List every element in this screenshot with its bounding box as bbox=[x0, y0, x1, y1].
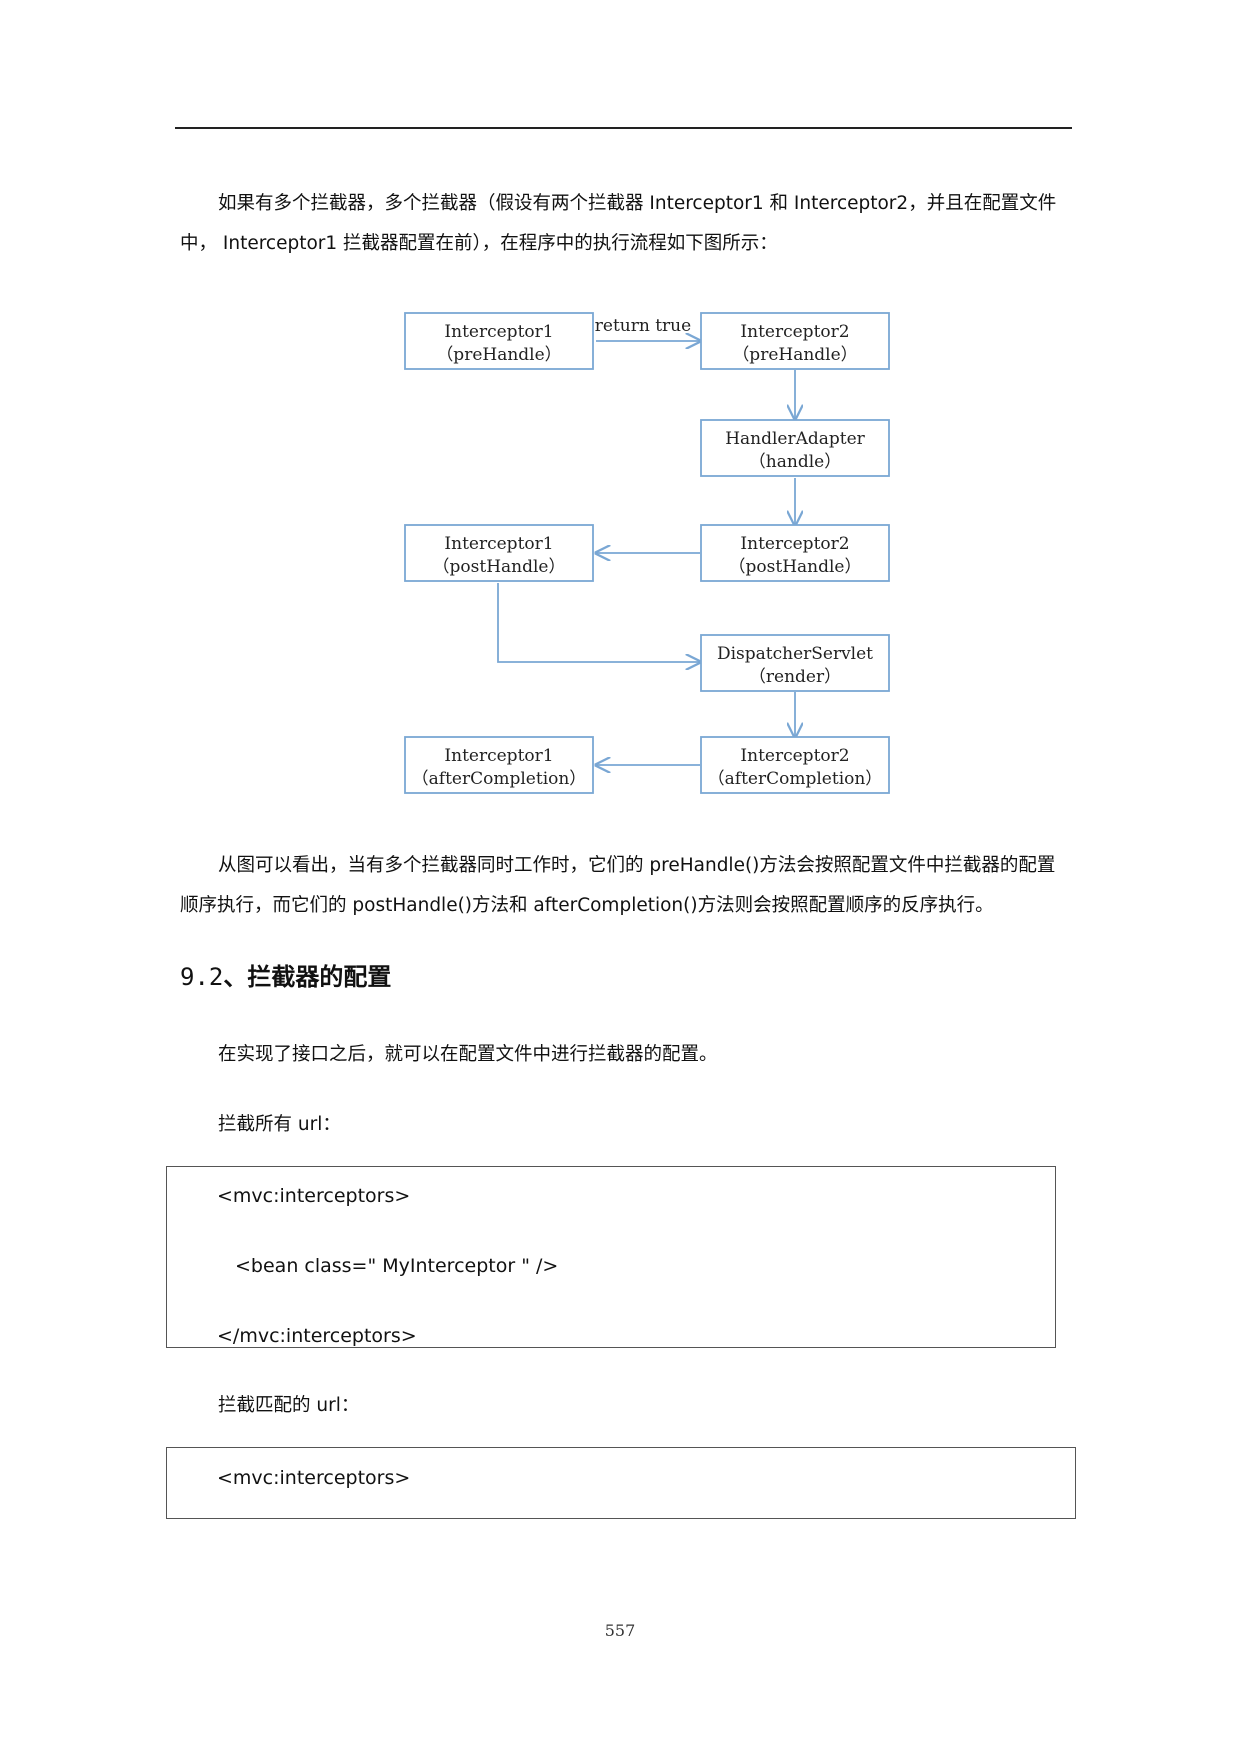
code-line: <mvc:interceptors> bbox=[217, 1467, 411, 1489]
node-interceptor1-posthandle: Interceptor1 （postHandle） bbox=[404, 524, 594, 582]
node-interceptor1-aftercompletion: Interceptor1 （afterCompletion） bbox=[404, 736, 594, 794]
text-segment: 方法则会按照配置顺序的反序执行。 bbox=[697, 895, 994, 916]
explain-line-2: 顺序执行，而它们的 postHandle()方法和 afterCompletio… bbox=[180, 886, 1070, 926]
config-intro-paragraph: 在实现了接口之后，就可以在配置文件中进行拦截器的配置。 bbox=[180, 1035, 1070, 1075]
section-number: 9.2 bbox=[180, 963, 224, 991]
text-segment: 拦截匹配的 bbox=[218, 1395, 317, 1416]
node-interceptor2-posthandle: Interceptor2 （postHandle） bbox=[700, 524, 890, 582]
explain-line-1: 从图可以看出，当有多个拦截器同时工作时，它们的 preHandle()方法会按照… bbox=[180, 846, 1070, 886]
intro-line-1: 如果有多个拦截器，多个拦截器（假设有两个拦截器 Interceptor1 和 I… bbox=[180, 184, 1070, 224]
intercept-match-label: 拦截匹配的 url： bbox=[180, 1386, 1070, 1426]
latin-text-segment: Interceptor2 bbox=[793, 193, 909, 214]
code-block-intercept-all bbox=[166, 1166, 1056, 1348]
config-intro-line: 在实现了接口之后，就可以在配置文件中进行拦截器的配置。 bbox=[218, 1044, 718, 1065]
text-segment: ： bbox=[322, 1114, 341, 1135]
svg-text:（postHandle）: （postHandle） bbox=[433, 557, 566, 577]
svg-text:DispatcherServlet: DispatcherServlet bbox=[717, 644, 873, 664]
svg-text:（afterCompletion）: （afterCompletion） bbox=[412, 769, 587, 789]
flow-diagram: return true Interceptor1 （preHandle） Int… bbox=[404, 312, 890, 794]
latin-text-segment: url bbox=[316, 1395, 341, 1416]
edge-i1post-dispatcher bbox=[497, 583, 700, 662]
svg-text:（preHandle）: （preHandle） bbox=[436, 345, 561, 365]
text-segment: ，并且在配置文件 bbox=[908, 193, 1057, 214]
text-segment: 和 bbox=[763, 193, 794, 214]
svg-text:Interceptor1: Interceptor1 bbox=[444, 746, 553, 766]
code-line: </mvc:interceptors> bbox=[217, 1325, 417, 1347]
text-segment: 如果有多个拦截器，多个拦截器（假设有两个拦截器 bbox=[218, 193, 650, 214]
intro-paragraph: 如果有多个拦截器，多个拦截器（假设有两个拦截器 Interceptor1 和 I… bbox=[180, 184, 1070, 264]
latin-text-segment: afterCompletion() bbox=[533, 895, 698, 916]
intercept-all-label-paragraph: 拦截所有 url： bbox=[180, 1105, 1070, 1145]
code-line: <bean class=" MyInterceptor " /> bbox=[235, 1255, 559, 1277]
text-segment: 从图可以看出，当有多个拦截器同时工作时，它们的 bbox=[218, 855, 650, 876]
node-handleradapter-handle: HandlerAdapter （handle） bbox=[700, 419, 890, 477]
section-heading: 9.2、拦截器的配置 bbox=[180, 957, 391, 992]
latin-text-segment: postHandle() bbox=[352, 895, 473, 916]
text-segment: 方法和 bbox=[472, 895, 534, 916]
section-title: 、拦截器的配置 bbox=[223, 962, 392, 991]
intro-line-2: 中， Interceptor1 拦截器配置在前），在程序中的执行流程如下图所示： bbox=[180, 224, 1070, 264]
svg-text:（handle）: （handle） bbox=[749, 452, 841, 472]
page-number: 557 bbox=[604, 1621, 636, 1640]
text-segment: 中， bbox=[180, 233, 223, 254]
text-segment: 顺序执行，而它们的 bbox=[180, 895, 353, 916]
intercept-all-label: 拦截所有 url： bbox=[180, 1105, 1070, 1145]
text-segment: 方法会按照配置文件中拦截器的配置 bbox=[759, 855, 1056, 876]
code-line: <mvc:interceptors> bbox=[217, 1185, 411, 1207]
svg-text:Interceptor2: Interceptor2 bbox=[740, 534, 849, 554]
svg-text:Interceptor1: Interceptor1 bbox=[444, 534, 553, 554]
explain-paragraph: 从图可以看出，当有多个拦截器同时工作时，它们的 preHandle()方法会按照… bbox=[180, 846, 1070, 926]
svg-text:Interceptor1: Interceptor1 bbox=[444, 322, 553, 342]
text-segment: 拦截所有 bbox=[218, 1114, 298, 1135]
node-interceptor2-aftercompletion: Interceptor2 （afterCompletion） bbox=[700, 736, 890, 794]
latin-text-segment: url bbox=[297, 1114, 323, 1135]
node-interceptor2-prehandle: Interceptor2 （preHandle） bbox=[700, 312, 890, 370]
svg-text:（postHandle）: （postHandle） bbox=[729, 557, 862, 577]
header-rule bbox=[175, 127, 1072, 129]
node-interceptor1-prehandle: Interceptor1 （preHandle） bbox=[404, 312, 594, 370]
text-segment: 拦截器配置在前），在程序中的执行流程如下图所示： bbox=[337, 233, 778, 254]
svg-text:HandlerAdapter: HandlerAdapter bbox=[725, 429, 865, 449]
svg-text:Interceptor2: Interceptor2 bbox=[740, 746, 849, 766]
code-block-intercept-match bbox=[166, 1447, 1076, 1519]
svg-text:（preHandle）: （preHandle） bbox=[732, 345, 857, 365]
svg-text:（render）: （render） bbox=[749, 667, 841, 687]
latin-text-segment: Interceptor1 bbox=[222, 233, 338, 254]
svg-text:Interceptor2: Interceptor2 bbox=[740, 322, 849, 342]
node-dispatcherservlet-render: DispatcherServlet （render） bbox=[700, 634, 890, 692]
text-segment: ： bbox=[340, 1395, 360, 1416]
svg-text:（afterCompletion）: （afterCompletion） bbox=[708, 769, 883, 789]
latin-text-segment: preHandle() bbox=[649, 855, 760, 876]
intercept-match-label-paragraph: 拦截匹配的 url： bbox=[180, 1386, 1070, 1426]
edge-label-return-true: return true bbox=[595, 316, 691, 336]
latin-text-segment: Interceptor1 bbox=[649, 193, 764, 214]
